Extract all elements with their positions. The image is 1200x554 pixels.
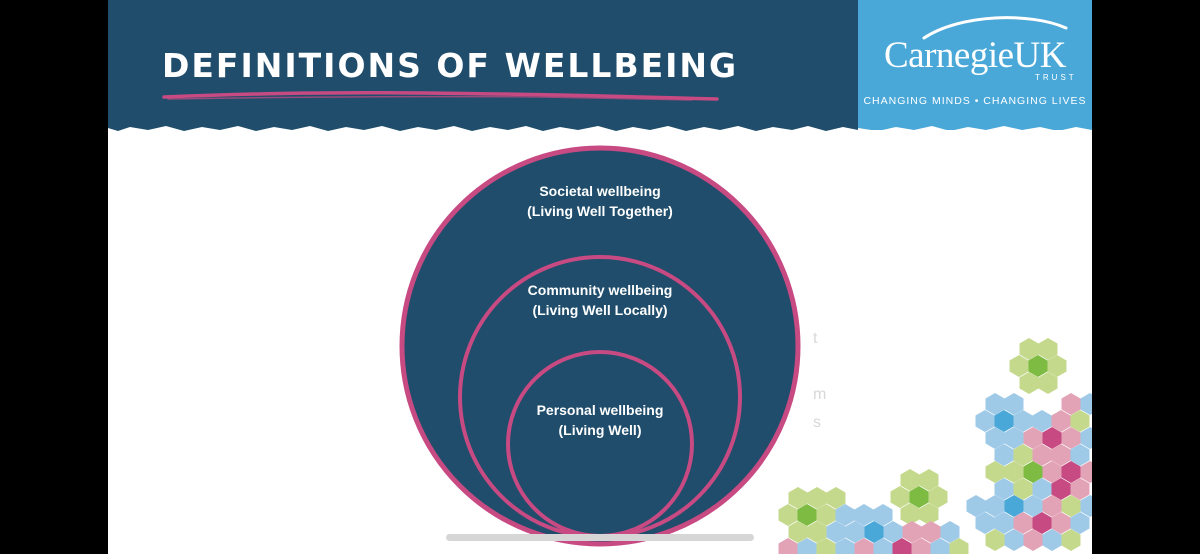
faint-background-text: t [813, 330, 818, 347]
logo-background [858, 0, 1092, 130]
slide-title: DEFINITIONS OF WELLBEING [162, 46, 739, 85]
personal-wellbeing-title: Personal wellbeing [536, 402, 664, 418]
personal-wellbeing-label: Personal wellbeing (Living Well) [500, 400, 700, 440]
presentation-slide: DEFINITIONS OF WELLBEING CarnegieUK TRUS… [108, 0, 1092, 554]
home-indicator-bar[interactable] [446, 534, 754, 541]
logo-arc-icon [922, 16, 1068, 40]
community-wellbeing-subtitle: (Living Well Locally) [532, 302, 668, 318]
logo-trust-label: TRUST [1035, 73, 1077, 82]
personal-wellbeing-subtitle: (Living Well) [558, 422, 642, 438]
faint-background-text: m [813, 386, 827, 403]
societal-wellbeing-label: Societal wellbeing (Living Well Together… [500, 181, 700, 221]
title-underline [162, 90, 719, 101]
societal-wellbeing-title: Societal wellbeing [539, 183, 661, 199]
inner-circle [506, 350, 694, 538]
logo-wordmark: CarnegieUK [884, 35, 1067, 76]
community-wellbeing-label: Community wellbeing (Living Well Locally… [500, 280, 700, 320]
wellbeing-diagram [399, 145, 801, 547]
community-wellbeing-title: Community wellbeing [527, 282, 673, 298]
logo-tagline: CHANGING MINDS • CHANGING LIVES [863, 95, 1087, 107]
faint-background-text: s [813, 414, 821, 431]
societal-wellbeing-subtitle: (Living Well Together) [527, 203, 673, 219]
